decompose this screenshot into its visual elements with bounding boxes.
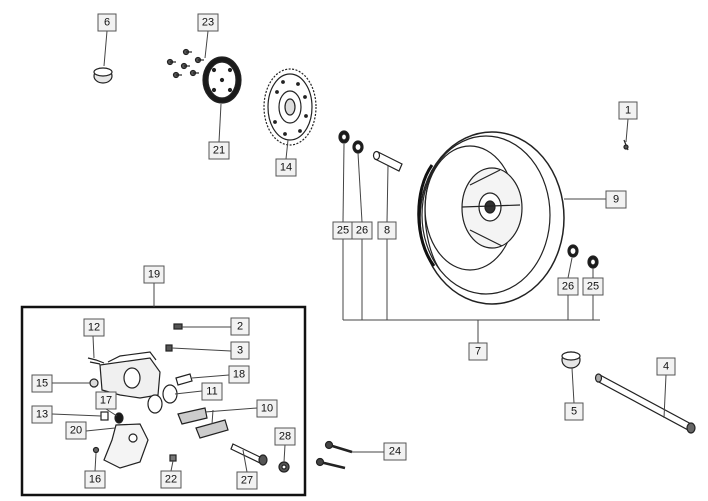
svg-text:6: 6	[104, 17, 110, 29]
brake-disc-14-icon	[263, 68, 317, 146]
callout-21: 21	[208, 141, 230, 160]
callout-22: 22	[160, 470, 182, 489]
caliper-body-icon	[99, 351, 161, 399]
pin-18-icon	[175, 373, 193, 386]
callout-25-right: 25	[582, 277, 604, 296]
callout-16: 16	[84, 470, 106, 489]
bushing-6-icon	[93, 67, 113, 84]
bolt-27-icon	[230, 443, 268, 466]
svg-text:5: 5	[571, 406, 577, 418]
callout-15: 15	[31, 374, 53, 393]
svg-text:13: 13	[36, 409, 48, 421]
svg-text:11: 11	[206, 386, 217, 398]
svg-text:26: 26	[356, 225, 368, 237]
callout-26-right: 26	[557, 277, 579, 296]
callout-17: 17	[95, 391, 117, 410]
callout-26-left: 26	[351, 221, 373, 240]
callout-18: 18	[228, 365, 250, 384]
spacer-tube-8-icon	[372, 150, 403, 172]
pads-10-icon	[177, 407, 229, 439]
callout-23: 23	[197, 13, 219, 32]
svg-text:27: 27	[241, 475, 253, 487]
screw-15-icon	[89, 378, 99, 388]
svg-text:16: 16	[89, 474, 101, 486]
seal-25-left-icon	[338, 130, 350, 144]
callout-19: 19	[143, 265, 165, 284]
svg-text:19: 19	[148, 269, 160, 281]
svg-text:9: 9	[613, 194, 619, 206]
callout-7: 7	[468, 342, 488, 361]
svg-text:21: 21	[213, 145, 225, 157]
pin-16-icon	[92, 446, 100, 454]
svg-text:14: 14	[280, 162, 292, 174]
callout-1: 1	[618, 101, 638, 120]
wheel-tire-9-icon	[417, 131, 565, 305]
svg-text:24: 24	[389, 446, 401, 458]
svg-text:25: 25	[587, 281, 599, 293]
washer-13-icon	[100, 411, 109, 421]
bearing-26-left-icon	[352, 140, 364, 154]
callout-28: 28	[274, 427, 296, 446]
collar-5-icon	[561, 351, 581, 369]
svg-text:28: 28	[279, 431, 291, 443]
leader-lines	[51, 30, 667, 473]
svg-text:3: 3	[237, 345, 243, 357]
bolts-23-icon	[166, 48, 204, 79]
callout-13: 13	[31, 405, 53, 424]
svg-text:15: 15	[36, 378, 48, 390]
svg-text:10: 10	[261, 403, 273, 415]
callout-24: 24	[383, 442, 407, 461]
callout-27: 27	[236, 471, 258, 490]
callout-3: 3	[230, 341, 250, 360]
callout-12: 12	[83, 318, 105, 337]
callout-6: 6	[97, 13, 117, 32]
clip-12-icon	[87, 357, 105, 365]
bracket-20-icon	[103, 423, 149, 469]
spring-2-icon	[173, 323, 183, 330]
svg-text:18: 18	[233, 369, 245, 381]
svg-text:4: 4	[663, 361, 669, 373]
ring-21-icon	[202, 56, 242, 104]
valve-1-icon	[623, 139, 629, 151]
svg-text:2: 2	[237, 321, 243, 333]
svg-text:7: 7	[475, 346, 481, 358]
seal-17-icon	[114, 412, 124, 424]
callout-5: 5	[564, 402, 584, 421]
callout-14: 14	[275, 158, 297, 177]
nut-28-icon	[278, 461, 290, 473]
svg-text:23: 23	[202, 17, 214, 29]
svg-text:20: 20	[70, 425, 82, 437]
bearing-26-right-icon	[567, 244, 579, 258]
svg-text:26: 26	[562, 281, 574, 293]
callout-11: 11	[201, 382, 223, 401]
svg-text:25: 25	[337, 225, 349, 237]
callout-25-left: 25	[332, 221, 354, 240]
nut-22-icon	[169, 454, 177, 462]
callout-8: 8	[377, 221, 397, 240]
bolts-24-icon	[315, 440, 353, 470]
svg-text:1: 1	[625, 105, 631, 117]
callout-4: 4	[656, 357, 676, 376]
callout-10: 10	[256, 399, 278, 418]
svg-text:8: 8	[384, 225, 390, 237]
seal-25-right-icon	[587, 255, 599, 269]
svg-text:17: 17	[100, 395, 112, 407]
bleeder-3-icon	[165, 344, 173, 352]
callout-20: 20	[65, 421, 87, 440]
svg-text:12: 12	[88, 322, 100, 334]
callout-9: 9	[605, 190, 627, 209]
axle-4-icon	[594, 373, 696, 434]
svg-text:22: 22	[165, 474, 177, 486]
callout-2: 2	[230, 317, 250, 336]
caliper-subassembly-frame	[20, 305, 307, 497]
